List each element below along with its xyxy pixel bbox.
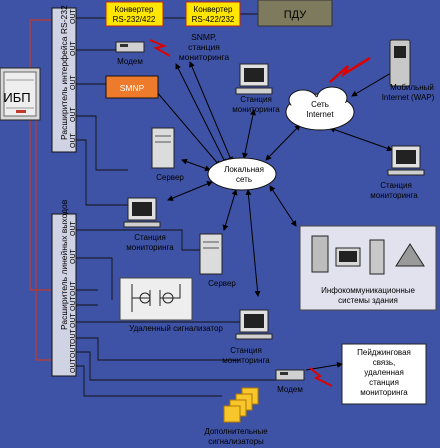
- svg-text:Сервер: Сервер: [156, 173, 184, 182]
- svg-text:удаленная: удаленная: [364, 368, 404, 377]
- ext1-out-5: OUT: [70, 133, 77, 149]
- conv1-line1: Конвертер: [115, 5, 154, 14]
- mobile-phone: Мобильный Internet (WAP): [329, 39, 435, 102]
- svg-text:Дополнительные: Дополнительные: [204, 427, 268, 436]
- server-2: Сервер: [199, 233, 236, 288]
- pdu-label: ПДУ: [284, 9, 307, 21]
- building-infocomm-systems: Инфокоммуникационные системы здания: [299, 225, 437, 311]
- svg-text:системы здания: системы здания: [338, 296, 398, 305]
- station-2: Станция мониторинга: [370, 145, 425, 200]
- converter-422-232: Конвертер RS-422/232: [185, 1, 241, 27]
- svg-text:Локальная: Локальная: [224, 165, 264, 174]
- svg-text:мониторинга: мониторинга: [126, 243, 174, 252]
- additional-signalers: Дополнительные сигнализаторы: [204, 387, 268, 446]
- ext2-out-1: OUT: [70, 221, 77, 237]
- ups-label: ИБП: [3, 90, 30, 105]
- ext1-out-3: OUT: [70, 75, 77, 91]
- svg-text:Мобильный: Мобильный: [390, 83, 434, 92]
- ext1-out-2: OUT: [70, 41, 77, 57]
- svg-text:станция: станция: [188, 42, 220, 52]
- svg-text:мониторинга: мониторинга: [179, 52, 230, 62]
- conv1-line2: RS-232/422: [113, 15, 156, 24]
- ext1-label: Расширитель интерфейса RS-232: [59, 5, 69, 140]
- svg-text:сеть: сеть: [236, 175, 252, 184]
- antenna-icon: [395, 243, 425, 267]
- svg-text:SNMP,: SNMP,: [191, 32, 217, 42]
- svg-text:Internet: Internet: [306, 110, 334, 119]
- line-outputs-extender: Расширитель линейных выходов OUT OUT OUT…: [51, 199, 77, 377]
- ext2-out-5: OUT: [70, 313, 77, 329]
- server-1: Сервер: [151, 127, 184, 182]
- ext2-out-2: OUT: [70, 249, 77, 265]
- svg-text:мониторинга: мониторинга: [370, 191, 418, 200]
- svg-text:Модем: Модем: [277, 385, 303, 394]
- svg-text:Сеть: Сеть: [311, 100, 329, 109]
- rs232-extender: Расширитель интерфейса RS-232 OUT OUT OU…: [51, 5, 77, 153]
- internet-cloud: Сеть Internet: [285, 86, 355, 131]
- wiring: [29, 13, 276, 397]
- remote-signaler: Удаленный сигнализатор: [119, 277, 223, 333]
- svg-text:мониторинга: мониторинга: [222, 356, 270, 365]
- wireless-icon: [309, 367, 333, 387]
- ext2-label: Расширитель линейных выходов: [59, 199, 69, 330]
- ext2-out-6: OUT: [70, 329, 77, 345]
- snmp-label: SMNP: [120, 83, 145, 93]
- conv2-line1: Конвертер: [194, 5, 233, 14]
- svg-text:Станция: Станция: [380, 181, 412, 190]
- ups-cabinet: ИБП: [0, 67, 41, 121]
- ext2-out-4: OUT: [70, 296, 77, 312]
- station-3: Станция мониторинга: [123, 197, 174, 252]
- modem-top: Модем: [115, 39, 171, 66]
- ext2-out-8: OUT: [70, 358, 77, 374]
- paging-remote-station: Пейджинговая связь, удаленная станция мо…: [341, 343, 427, 405]
- station-1: Станция мониторинга: [232, 63, 280, 114]
- svg-text:Станция: Станция: [230, 346, 262, 355]
- ext1-out-4: OUT: [70, 107, 77, 123]
- svg-text:связь,: связь,: [373, 358, 396, 367]
- svg-text:мониторинга: мониторинга: [360, 388, 408, 397]
- svg-text:Удаленный сигнализатор: Удаленный сигнализатор: [129, 324, 223, 333]
- modem-bottom: Модем: [275, 367, 333, 394]
- ext2-out-7: OUT: [70, 343, 77, 359]
- svg-text:Сервер: Сервер: [208, 279, 236, 288]
- conv2-line2: RS-422/232: [192, 15, 235, 24]
- station-4: Станция мониторинга: [222, 309, 273, 365]
- svg-text:мониторинга: мониторинга: [232, 105, 280, 114]
- ext2-out-3: OUT: [70, 281, 77, 297]
- converter-232-422: Конвертер RS-232/422: [105, 1, 164, 27]
- svg-text:сигнализаторы: сигнализаторы: [208, 437, 264, 446]
- ext1-out-1: OUT: [70, 9, 77, 25]
- local-network: Локальная сеть: [207, 157, 277, 191]
- snmp-module: SMNP: [105, 75, 159, 99]
- svg-text:Инфокоммуникационные: Инфокоммуникационные: [321, 286, 415, 295]
- svg-text:станция: станция: [369, 378, 399, 387]
- svg-text:Пейджинговая: Пейджинговая: [357, 348, 411, 357]
- wireless-icon: [149, 39, 171, 57]
- snmp-station-label: SNMP, станция мониторинга: [179, 32, 230, 62]
- wireless-icon: [329, 56, 371, 83]
- svg-text:Internet (WAP): Internet (WAP): [382, 93, 435, 102]
- svg-text:Станция: Станция: [134, 233, 166, 242]
- svg-text:Станция: Станция: [240, 95, 272, 104]
- modem-top-label: Модем: [117, 57, 143, 66]
- pdu-panel: ПДУ: [257, 0, 333, 27]
